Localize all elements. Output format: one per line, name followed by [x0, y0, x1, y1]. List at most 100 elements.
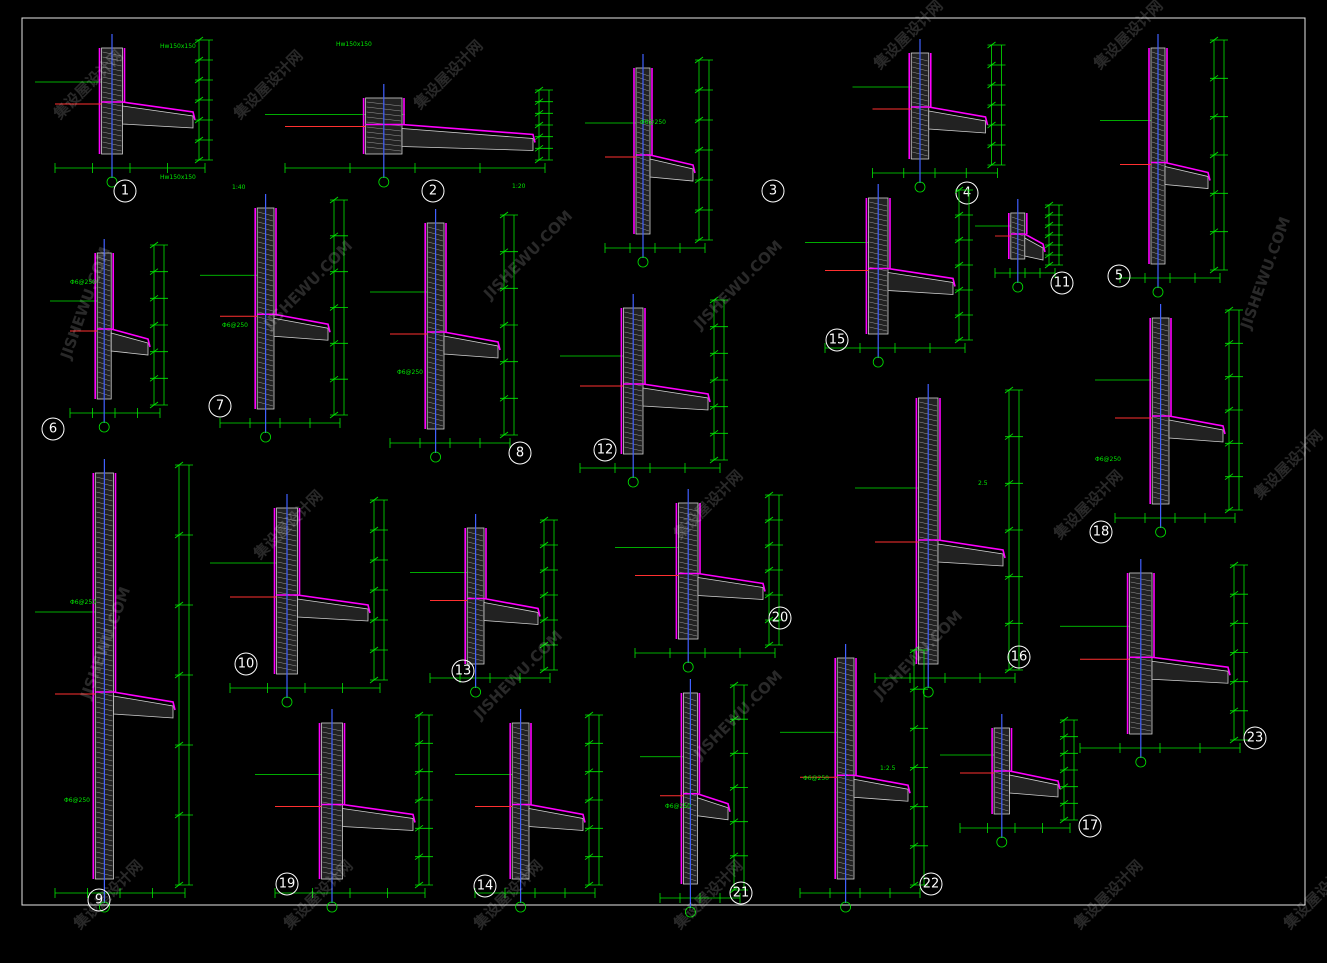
detail-12-label-circle: [593, 438, 617, 462]
detail-22: 22: [780, 644, 943, 913]
detail-3-label: 3: [769, 184, 777, 199]
detail-18-label: 18: [1093, 525, 1110, 540]
detail-8-label-circle: [508, 441, 532, 465]
detail-16-dimensions: [855, 386, 1023, 683]
detail-14-eave: [475, 709, 586, 903]
steel-note-2: Hw150x150: [160, 174, 196, 181]
detail-4: 4: [852, 39, 1006, 205]
dim-note: 1:2.5: [880, 765, 896, 772]
detail-17: 17: [940, 714, 1102, 848]
rebar-note-9b: Φ6@250: [64, 797, 90, 804]
detail-6-axis-bubble: [98, 421, 110, 433]
detail-21: 21: [640, 679, 753, 918]
detail-4-eave: [872, 39, 989, 183]
detail-16-eave: [875, 384, 1006, 688]
detail-20-label-circle: [768, 606, 792, 630]
detail-19-label-circle: [275, 872, 299, 896]
detail-3-eave: [605, 54, 696, 258]
detail-1-dimensions: [35, 36, 213, 173]
detail-14-label: 14: [477, 879, 494, 894]
detail-8-eave: [390, 209, 501, 453]
detail-11-eave: [995, 199, 1046, 283]
detail-14-dimensions: [455, 711, 603, 898]
rebar-note-9a: Φ6@250: [70, 599, 96, 606]
detail-8: 8: [370, 209, 532, 465]
detail-18-axis-bubble: [1155, 526, 1166, 538]
detail-17-label: 17: [1082, 819, 1099, 834]
detail-19-eave: [275, 709, 416, 903]
detail-5-eave: [1120, 34, 1211, 288]
detail-7-dimensions: [200, 196, 348, 428]
rebar-note-8: Φ6@250: [397, 369, 423, 376]
detail-6-label: 6: [49, 422, 57, 437]
detail-16-label: 16: [1011, 650, 1028, 665]
detail-10-axis-bubble: [281, 696, 293, 708]
detail-13-label: 13: [455, 664, 472, 679]
detail-18-dimensions: [1095, 306, 1243, 523]
detail-20-eave: [635, 489, 766, 663]
detail-12-axis-bubble: [627, 476, 639, 488]
detail-9: 9: [35, 459, 193, 913]
detail-18-label-circle: [1089, 520, 1113, 544]
detail-11-axis-bubble: [1012, 281, 1024, 293]
detail-14-label-circle: [473, 874, 497, 898]
detail-17-dimensions: [940, 716, 1078, 833]
detail-15-label: 15: [829, 333, 846, 348]
detail-1-eave: [55, 34, 196, 178]
detail-6-eave: [70, 239, 151, 423]
detail-3-dimensions: [585, 56, 713, 253]
detail-3-label-circle: [761, 179, 785, 203]
detail-21-eave: [660, 679, 731, 908]
scale-note: 1:20: [512, 183, 526, 190]
rebar-note-22: Φ6@250: [803, 775, 829, 782]
detail-16: 16: [855, 384, 1031, 698]
detail-4-label: 4: [963, 186, 971, 201]
detail-14: 14: [455, 709, 603, 913]
detail-17-axis-bubble: [996, 836, 1008, 848]
detail-9-axis-bubble: [99, 901, 110, 913]
detail-1-label-circle: [113, 179, 137, 203]
detail-20: 20: [615, 489, 792, 673]
detail-13: 13: [410, 514, 558, 698]
detail-21-label: 21: [733, 886, 750, 901]
detail-5-label-circle: [1107, 264, 1131, 288]
detail-9-label: 9: [95, 893, 103, 908]
detail-16-axis-bubble: [922, 686, 934, 698]
detail-5-dimensions: [1100, 36, 1228, 283]
detail-22-axis-bubble: [840, 901, 851, 913]
detail-19-label: 19: [279, 877, 296, 892]
detail-5-label: 5: [1115, 269, 1123, 284]
detail-1: 1: [35, 34, 213, 203]
detail-21-axis-bubble: [685, 906, 696, 918]
detail-22-label-circle: [919, 872, 943, 896]
detail-22-label: 22: [923, 877, 940, 892]
detail-21-dimensions: [640, 681, 748, 903]
detail-3: 3: [585, 54, 785, 268]
detail-9-dimensions: [35, 461, 193, 898]
detail-7-axis-bubble: [260, 431, 272, 443]
detail-1-label: 1: [121, 184, 129, 199]
detail-7-label-circle: [208, 394, 232, 418]
detail-11-label: 11: [1054, 276, 1071, 291]
detail-11: 11: [975, 199, 1074, 295]
steel-note-1: Hw150x150: [336, 41, 372, 48]
detail-23-label-circle: [1243, 726, 1267, 750]
detail-16-label-circle: [1007, 645, 1031, 669]
detail-17-eave: [960, 714, 1061, 838]
detail-2-label-circle: [421, 179, 445, 203]
detail-17-label-circle: [1078, 814, 1102, 838]
rebar-note-3: Φ6@250: [640, 119, 666, 126]
detail-7-label: 7: [216, 399, 224, 414]
detail-22-eave: [800, 644, 911, 903]
rebar-note-6: Φ6@250: [70, 279, 96, 286]
detail-14-axis-bubble: [515, 901, 526, 913]
detail-22-dimensions: [780, 646, 928, 898]
detail-10-label: 10: [238, 657, 255, 672]
detail-23-eave: [1080, 559, 1231, 758]
detail-5: 5: [1100, 34, 1228, 298]
detail-10-eave: [230, 494, 371, 698]
detail-12-dimensions: [560, 296, 728, 473]
